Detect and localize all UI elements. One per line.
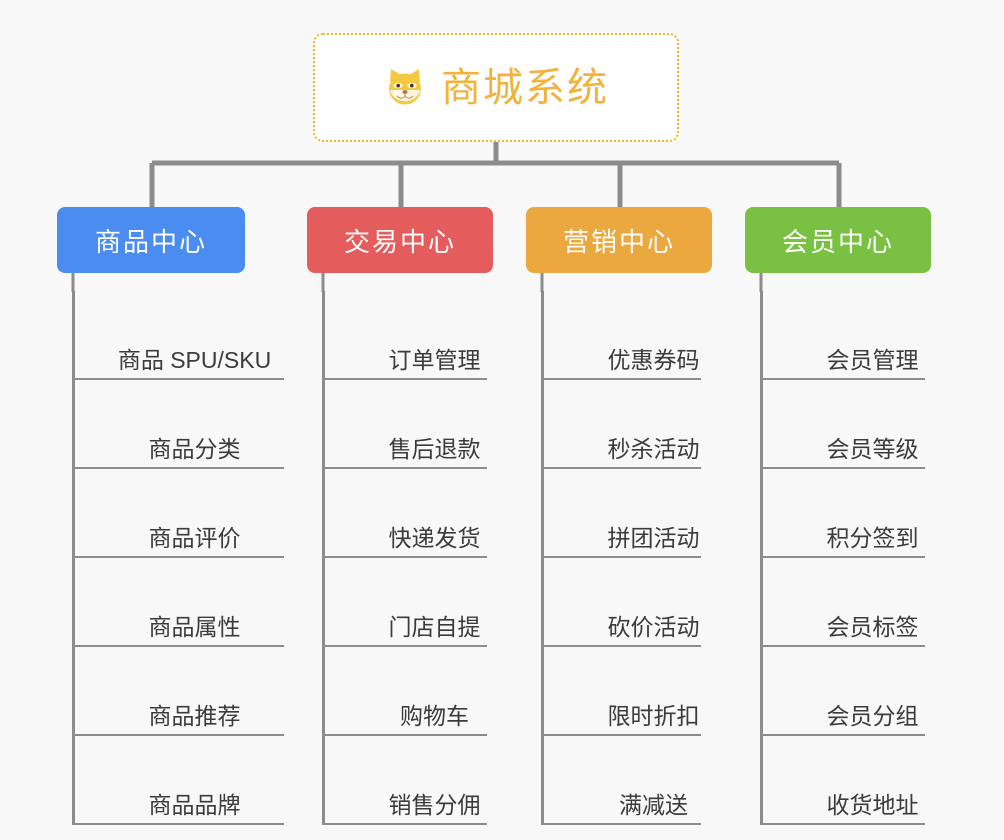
leaf-item[interactable]: 会员分组 — [760, 647, 985, 736]
leaf-label: 商品 SPU/SKU — [117, 346, 272, 373]
leaf-item[interactable]: 订单管理 — [322, 291, 547, 380]
leaf-underline — [541, 823, 701, 825]
leaf-item[interactable]: 商品品牌 — [72, 736, 317, 825]
leaf-item[interactable]: 商品评价 — [72, 469, 317, 558]
leaf-item[interactable]: 购物车 — [322, 647, 547, 736]
leaf-label: 订单管理 — [388, 346, 481, 373]
leaf-underline — [72, 645, 284, 647]
leaf-spine-1 — [322, 291, 325, 825]
leaf-label: 门店自提 — [388, 613, 481, 640]
leaf-item[interactable]: 门店自提 — [322, 558, 547, 647]
leaf-label: 购物车 — [400, 702, 469, 729]
leaf-list-1: 订单管理 售后退款 快递发货 门店自提 购物车 销售分佣 — [322, 291, 547, 825]
leaf-item[interactable]: 秒杀活动 — [541, 380, 766, 469]
leaf-underline — [541, 467, 701, 469]
leaf-spine-3 — [760, 291, 763, 825]
leaf-underline — [541, 556, 701, 558]
leaf-label: 砍价活动 — [607, 613, 700, 640]
leaf-label: 积分签到 — [826, 524, 919, 551]
leaf-label: 限时折扣 — [607, 702, 700, 729]
leaf-list-2: 优惠券码 秒杀活动 拼团活动 砍价活动 限时折扣 满减送 — [541, 291, 766, 825]
leaf-underline — [760, 467, 925, 469]
leaf-item[interactable]: 销售分佣 — [322, 736, 547, 825]
leaf-list-0: 商品 SPU/SKU 商品分类 商品评价 商品属性 商品推荐 商品品牌 — [72, 291, 317, 825]
leaf-item[interactable]: 商品推荐 — [72, 647, 317, 736]
leaf-underline — [322, 645, 487, 647]
leaf-underline — [322, 467, 487, 469]
leaf-item[interactable]: 满减送 — [541, 736, 766, 825]
leaf-underline — [760, 823, 925, 825]
leaf-label: 商品推荐 — [148, 702, 241, 729]
leaf-label: 商品分类 — [148, 435, 241, 462]
leaf-underline — [72, 467, 284, 469]
branch-header-3[interactable]: 会员中心 — [745, 207, 931, 273]
leaf-label: 商品评价 — [148, 524, 241, 551]
leaf-label: 满减送 — [619, 791, 688, 818]
leaf-underline — [541, 378, 701, 380]
leaf-item[interactable]: 砍价活动 — [541, 558, 766, 647]
branch-header-1[interactable]: 交易中心 — [307, 207, 493, 273]
leaf-spine-2 — [541, 291, 544, 825]
leaf-item[interactable]: 快递发货 — [322, 469, 547, 558]
leaf-underline — [541, 734, 701, 736]
leaf-label: 快递发货 — [388, 524, 481, 551]
branch-header-2[interactable]: 营销中心 — [526, 207, 712, 273]
branch-营销中心: 营销中心 优惠券码 秒杀活动 拼团活动 砍价活动 限时折扣 — [526, 207, 766, 825]
leaf-item[interactable]: 会员等级 — [760, 380, 985, 469]
leaf-underline — [322, 556, 487, 558]
branch-会员中心: 会员中心 会员管理 会员等级 积分签到 会员标签 会员分组 — [745, 207, 985, 825]
leaf-label: 售后退款 — [388, 435, 481, 462]
leaf-label: 会员管理 — [826, 346, 919, 373]
leaf-label: 销售分佣 — [388, 791, 481, 818]
leaf-label: 优惠券码 — [607, 346, 700, 373]
branch-交易中心: 交易中心 订单管理 售后退款 快递发货 门店自提 购物车 — [307, 207, 547, 825]
leaf-label: 商品品牌 — [148, 791, 241, 818]
leaf-underline — [760, 645, 925, 647]
leaf-underline — [322, 823, 487, 825]
leaf-underline — [322, 378, 487, 380]
leaf-item[interactable]: 积分签到 — [760, 469, 985, 558]
leaf-item[interactable]: 会员管理 — [760, 291, 985, 380]
leaf-item[interactable]: 优惠券码 — [541, 291, 766, 380]
leaf-item[interactable]: 售后退款 — [322, 380, 547, 469]
leaf-underline — [760, 734, 925, 736]
root-node[interactable]: 商城系统 — [313, 33, 679, 142]
leaf-label: 拼团活动 — [607, 524, 700, 551]
leaf-list-3: 会员管理 会员等级 积分签到 会员标签 会员分组 收货地址 — [760, 291, 985, 825]
leaf-item[interactable]: 拼团活动 — [541, 469, 766, 558]
leaf-label: 秒杀活动 — [607, 435, 700, 462]
leaf-item[interactable]: 限时折扣 — [541, 647, 766, 736]
leaf-underline — [760, 556, 925, 558]
leaf-item[interactable]: 商品分类 — [72, 380, 317, 469]
leaf-underline — [322, 734, 487, 736]
leaf-underline — [72, 823, 284, 825]
branch-商品中心: 商品中心 商品 SPU/SKU 商品分类 商品评价 商品属性 商品推荐 — [57, 207, 317, 825]
leaf-item[interactable]: 商品 SPU/SKU — [72, 291, 317, 380]
leaf-label: 会员分组 — [826, 702, 919, 729]
leaf-item[interactable]: 会员标签 — [760, 558, 985, 647]
leaf-underline — [760, 378, 925, 380]
leaf-underline — [541, 645, 701, 647]
leaf-label: 会员等级 — [826, 435, 919, 462]
leaf-underline — [72, 378, 284, 380]
branch-header-0[interactable]: 商品中心 — [57, 207, 245, 273]
root-title: 商城系统 — [441, 65, 609, 110]
leaf-underline — [72, 556, 284, 558]
leaf-label: 会员标签 — [826, 613, 919, 640]
leaf-underline — [72, 734, 284, 736]
leaf-item[interactable]: 商品属性 — [72, 558, 317, 647]
shiba-dog-face-icon — [383, 66, 427, 110]
leaf-label: 收货地址 — [826, 791, 919, 818]
leaf-spine-0 — [72, 291, 75, 825]
leaf-label: 商品属性 — [148, 613, 241, 640]
leaf-item[interactable]: 收货地址 — [760, 736, 985, 825]
